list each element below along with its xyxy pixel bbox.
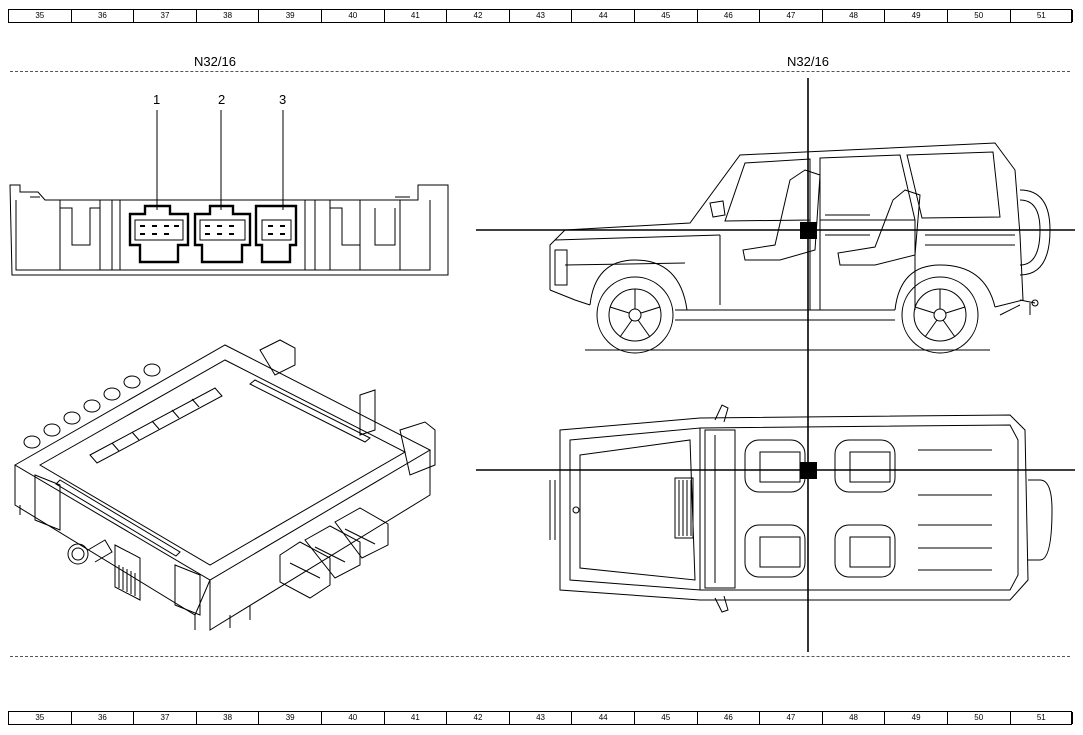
ruler-column-41: 41 <box>385 10 448 22</box>
ruler-column-38: 38 <box>197 712 260 724</box>
ruler-column-40: 40 <box>322 10 385 22</box>
ruler-column-51: 51 <box>1011 10 1074 22</box>
ruler-column-36: 36 <box>72 712 135 724</box>
ruler-column-49: 49 <box>885 712 948 724</box>
ruler-column-44: 44 <box>572 10 635 22</box>
ruler-column-48: 48 <box>823 712 886 724</box>
top-dashed-divider <box>10 71 1070 72</box>
control-unit-isometric-view <box>14 339 436 631</box>
vehicle-top-view <box>549 404 1053 613</box>
ruler-column-45: 45 <box>635 10 698 22</box>
vehicle-side-view <box>549 142 1051 354</box>
pin-label-1: 1 <box>153 92 161 107</box>
ruler-column-35: 35 <box>9 10 72 22</box>
pin-label-3: 3 <box>279 92 287 107</box>
ruler-column-38: 38 <box>197 10 260 22</box>
ruler-column-36: 36 <box>72 10 135 22</box>
ruler-column-42: 42 <box>447 712 510 724</box>
connector-view-label: N32/16 <box>194 54 236 69</box>
ruler-column-45: 45 <box>635 712 698 724</box>
ruler-column-47: 47 <box>760 10 823 22</box>
ruler-column-48: 48 <box>823 10 886 22</box>
vehicle-view-label: N32/16 <box>787 54 829 69</box>
ruler-column-39: 39 <box>259 712 322 724</box>
pin-label-2: 2 <box>218 92 226 107</box>
connector-front-view <box>9 110 449 276</box>
ruler-column-40: 40 <box>322 712 385 724</box>
ruler-column-47: 47 <box>760 712 823 724</box>
ruler-column-43: 43 <box>510 712 573 724</box>
ruler-column-46: 46 <box>698 10 761 22</box>
ruler-column-35: 35 <box>9 712 72 724</box>
ruler-column-44: 44 <box>572 712 635 724</box>
ruler-column-42: 42 <box>447 10 510 22</box>
ruler-column-43: 43 <box>510 10 573 22</box>
ruler-column-50: 50 <box>948 10 1011 22</box>
ruler-column-51: 51 <box>1011 712 1074 724</box>
component-location-marker-side <box>800 222 817 239</box>
ruler-column-37: 37 <box>134 10 197 22</box>
ruler-column-41: 41 <box>385 712 448 724</box>
bottom-dashed-divider <box>10 656 1070 657</box>
ruler-column-37: 37 <box>134 712 197 724</box>
ruler-column-49: 49 <box>885 10 948 22</box>
component-location-marker-top <box>800 462 817 479</box>
ruler-column-39: 39 <box>259 10 322 22</box>
ruler-column-46: 46 <box>698 712 761 724</box>
ruler-column-50: 50 <box>948 712 1011 724</box>
